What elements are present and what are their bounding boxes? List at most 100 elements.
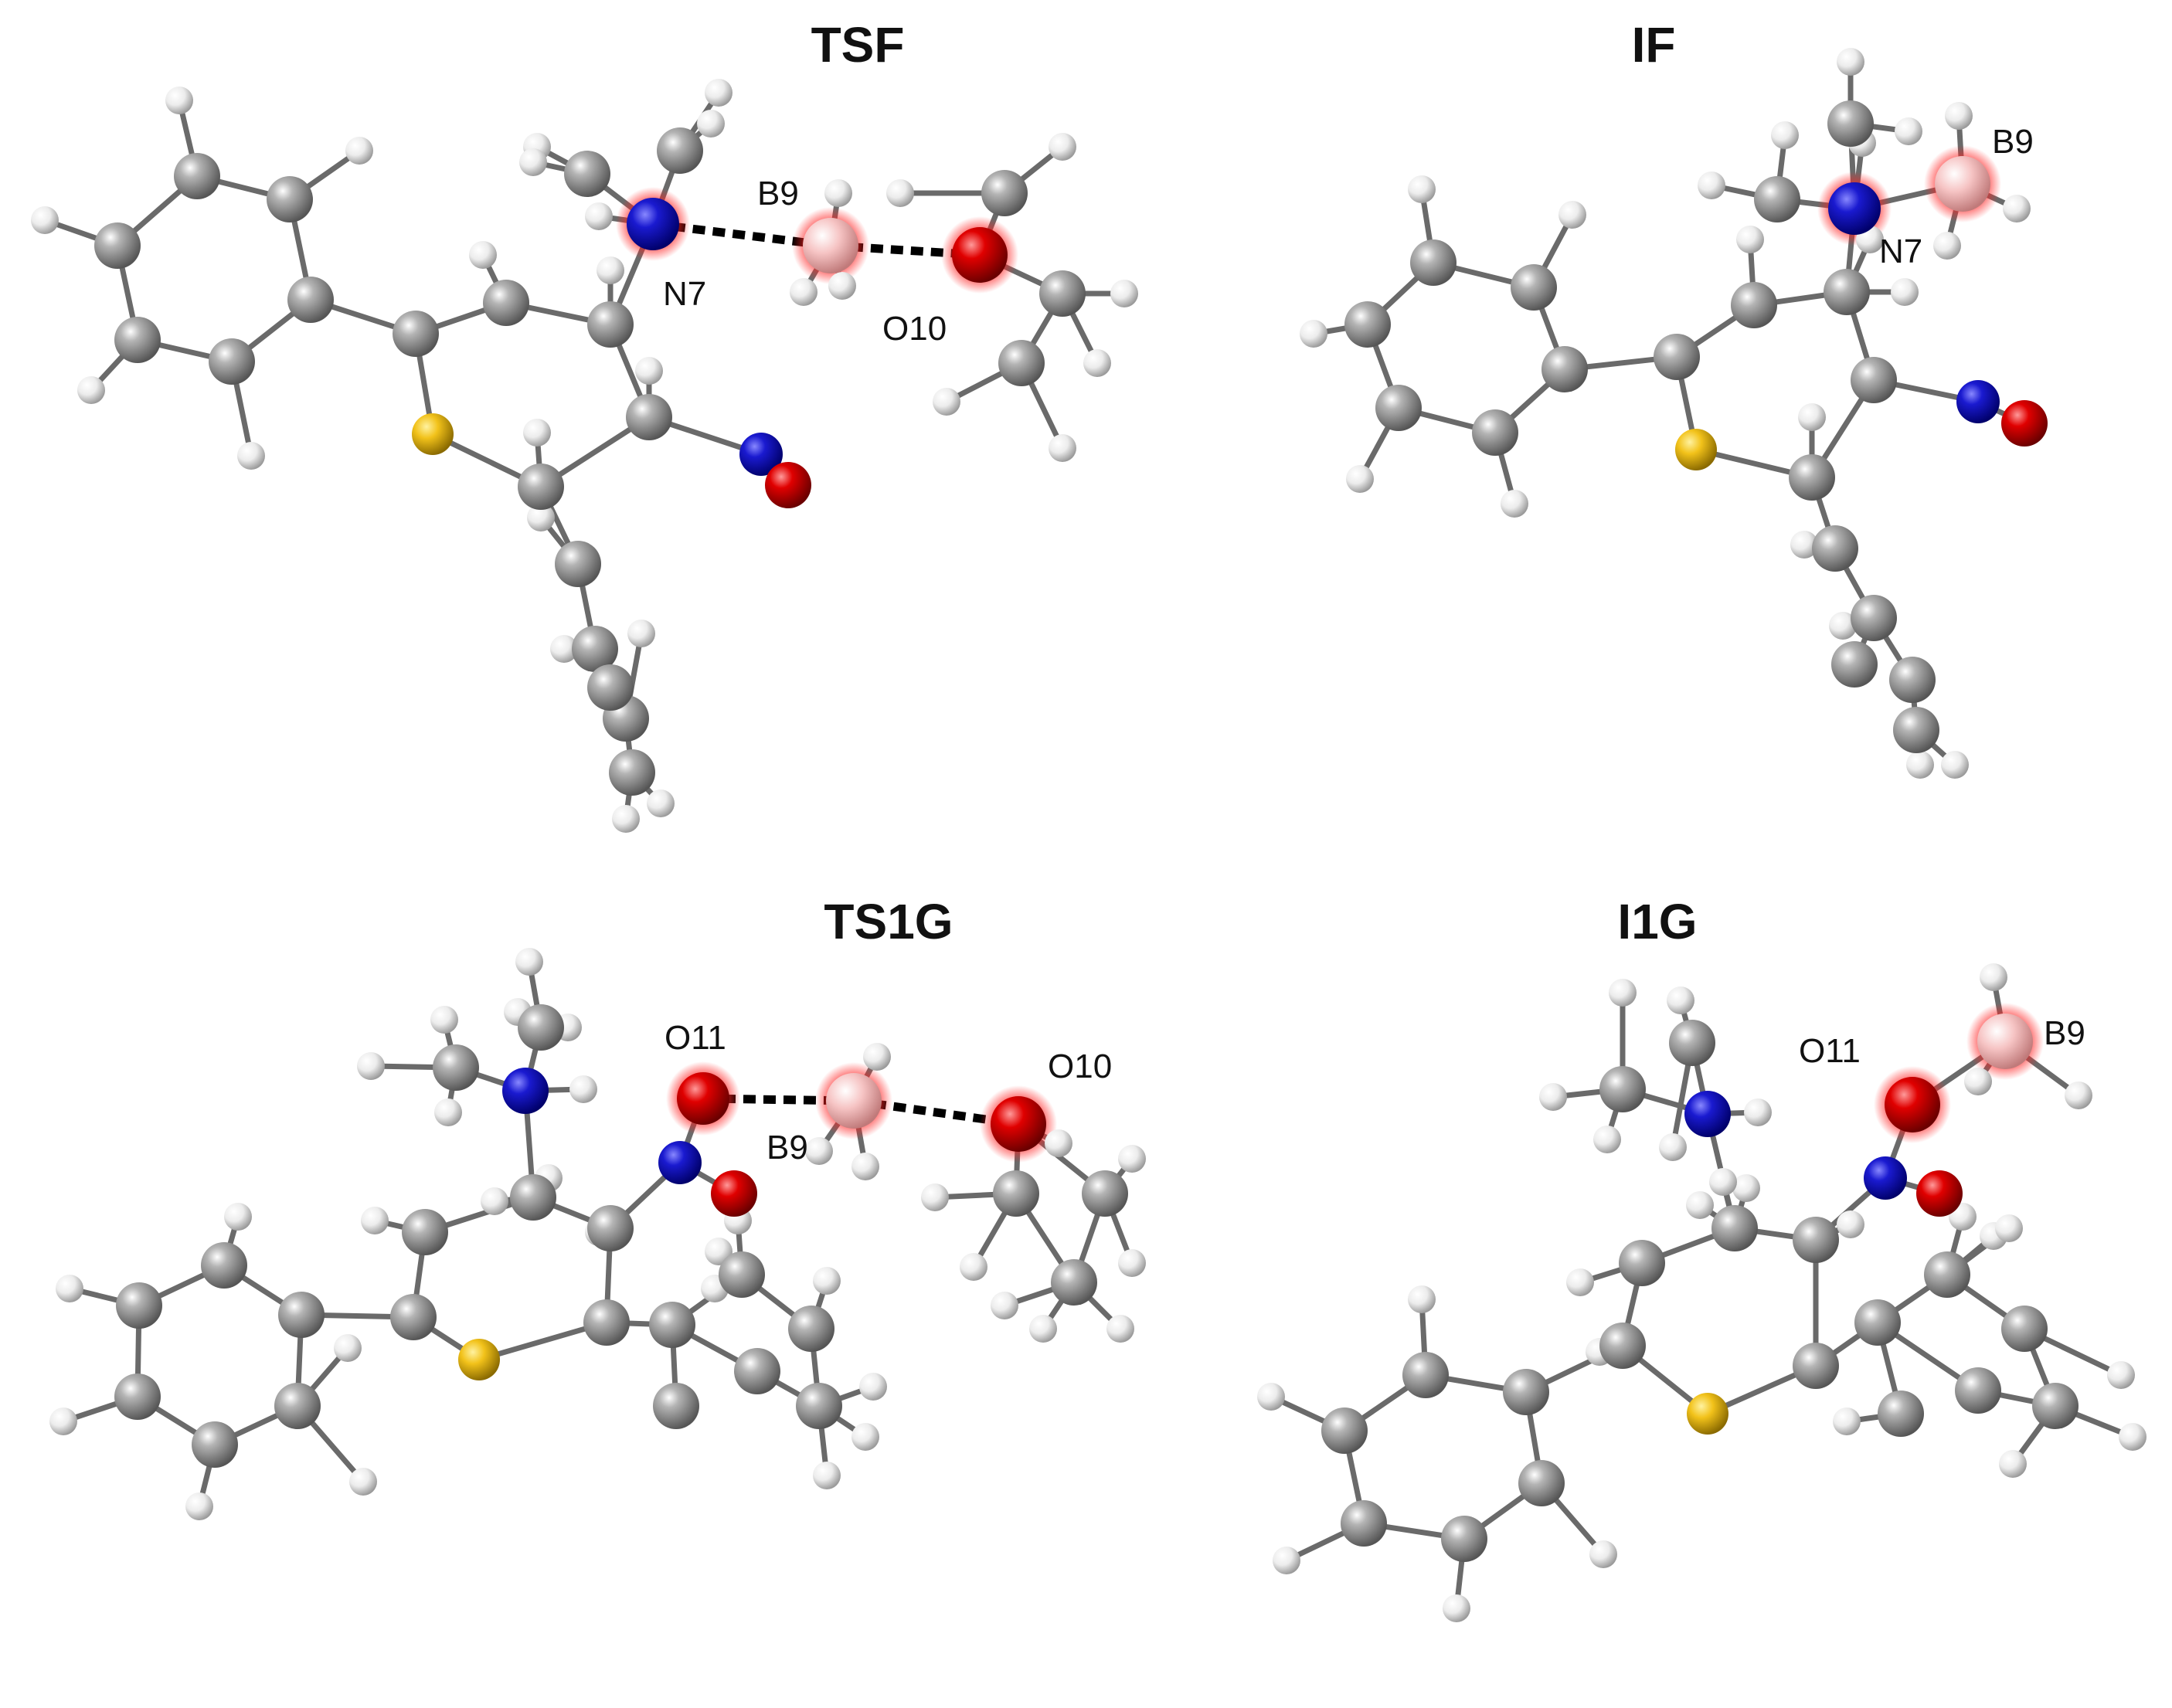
if-atom-carbon (1541, 346, 1588, 392)
tsf-label-b9: B9 (757, 175, 799, 212)
i1g-atom-hydrogen (1257, 1383, 1285, 1411)
ts1g-atom-carbon (788, 1306, 834, 1352)
tsf-atom-carbon (657, 127, 703, 174)
tsf-atom-carbon (587, 664, 634, 711)
i1g-atom-carbon (1599, 1323, 1646, 1369)
ts1g-atom-hydrogen (991, 1292, 1018, 1319)
tsf-atom-carbon (287, 277, 334, 323)
ts1g-atom-hydrogen (224, 1203, 252, 1231)
tsf-atom-carbon (998, 340, 1045, 386)
i1g-atom-hydrogen (1833, 1407, 1861, 1435)
if-atom-hydrogen (1300, 320, 1327, 348)
ts1g-atom-hydrogen (921, 1183, 949, 1211)
tsf-atom-hydrogen (828, 272, 856, 300)
ts1g-atom-hydrogen (1118, 1249, 1146, 1277)
ts1g-atom-carbon (402, 1209, 448, 1255)
i1g-atom-boron (1977, 1014, 2033, 1069)
ts1g-atom-carbon (587, 1205, 634, 1251)
ts1g-atom-hydrogen (1106, 1315, 1134, 1343)
if-atom-oxygen (2001, 400, 2048, 447)
if-atom-carbon (1410, 239, 1456, 286)
tsf-atom-carbon (518, 464, 564, 510)
i1g-atom-hydrogen (1593, 1126, 1621, 1153)
tsf-atom-carbon (114, 317, 161, 363)
ts1g-atom-carbon (649, 1302, 695, 1348)
if-atom-carbon (1375, 385, 1422, 431)
i1g-atom-hydrogen (1408, 1285, 1436, 1313)
ts1g-atom-hydrogen (851, 1153, 879, 1180)
i1g-atom-hydrogen (1732, 1174, 1760, 1202)
tsf-atom-hydrogen (77, 376, 105, 404)
ts1g-atom-carbon (201, 1242, 247, 1289)
i1g-atom-carbon (1599, 1066, 1646, 1112)
if-atom-carbon (1789, 454, 1835, 501)
ts1g-atom-carbon (1082, 1170, 1128, 1217)
if-label-b9: B9 (1992, 123, 2034, 161)
ts1g-atom-carbon (116, 1282, 162, 1329)
tsf-atom-nitrogen (739, 433, 783, 476)
i1g-atom-carbon (1518, 1460, 1565, 1506)
panel-title-if: IF (1632, 17, 1676, 73)
if-atom-carbon (1511, 264, 1557, 311)
if-atom-boron (1935, 156, 1990, 212)
i1g-atom-hydrogen (1659, 1133, 1687, 1161)
i1g-atom-nitrogen (1864, 1156, 1907, 1200)
tsf-atom-nitrogen (627, 198, 679, 250)
i1g-atom-carbon (1441, 1516, 1487, 1562)
ts1g-atom-hydrogen (813, 1267, 841, 1295)
if-atom-hydrogen (1906, 751, 1934, 779)
tsf-atom-hydrogen (933, 388, 960, 416)
if-atom-carbon (1344, 301, 1391, 348)
if-atom-hydrogen (1945, 102, 1973, 130)
i1g-atom-hydrogen (1980, 963, 2007, 991)
i1g-atom-nitrogen (1684, 1091, 1731, 1137)
if-atom-hydrogen (1790, 531, 1818, 559)
ts1g-atom-hydrogen (434, 1098, 462, 1126)
tsf-atom-hydrogen (1049, 434, 1076, 462)
if-atom-hydrogen (1829, 612, 1857, 640)
if-atom-nitrogen (1956, 380, 2000, 423)
i1g-atom-carbon (2032, 1383, 2079, 1429)
ts1g-atom-carbon (518, 1004, 564, 1051)
if-atom-sulfur (1675, 429, 1717, 470)
ts1g-atom-hydrogen (481, 1187, 508, 1215)
tsf-atom-carbon (572, 626, 618, 672)
if-atom-carbon (1731, 282, 1777, 328)
i1g-atom-hydrogen (1744, 1098, 1772, 1126)
ts1g-atom-hydrogen (805, 1137, 833, 1165)
i1g-atom-carbon (1321, 1407, 1368, 1454)
i1g-atom-hydrogen (1999, 1450, 2027, 1478)
ts1g-atom-carbon (510, 1174, 556, 1221)
tsf-atom-hydrogen (1110, 280, 1138, 307)
tsf-atom-hydrogen (523, 419, 551, 447)
i1g-atom-hydrogen (1539, 1083, 1567, 1111)
if-atom-carbon (1889, 657, 1936, 703)
panel-if (1300, 48, 2048, 779)
if-atom-nitrogen (1828, 182, 1881, 235)
i1g-atom-hydrogen (1686, 1191, 1714, 1219)
tsf-atom-carbon (587, 301, 634, 348)
tsf-atom-carbon (609, 749, 655, 796)
i1g-atom-carbon (1955, 1367, 2001, 1414)
if-atom-hydrogen (1501, 490, 1528, 518)
ts1g-atom-hydrogen (813, 1462, 841, 1489)
ts1g-atom-hydrogen (1045, 1129, 1072, 1157)
if-atom-hydrogen (1895, 117, 1922, 145)
ts1g-atom-carbon (583, 1299, 630, 1346)
tsf-atom-carbon (94, 222, 141, 269)
tsf-atom-hydrogen (237, 442, 265, 470)
ts1g-atom-sulfur (458, 1339, 500, 1380)
ts1g-label-o10: O10 (1048, 1048, 1112, 1085)
i1g-atom-carbon (1924, 1251, 1970, 1298)
i1g-atom-carbon (1878, 1391, 1924, 1437)
tsf-atom-carbon (626, 394, 672, 440)
if-atom-carbon (1851, 595, 1897, 641)
tsf-atom-hydrogen (1049, 133, 1076, 161)
tsf-atom-hydrogen (824, 179, 852, 207)
i1g-atom-hydrogen (1837, 1211, 1864, 1238)
tsf-atom-carbon (981, 170, 1028, 216)
panel-tsf (31, 79, 1138, 833)
tsf-atom-hydrogen (790, 278, 817, 306)
i1g-atom-hydrogen (1609, 979, 1637, 1007)
